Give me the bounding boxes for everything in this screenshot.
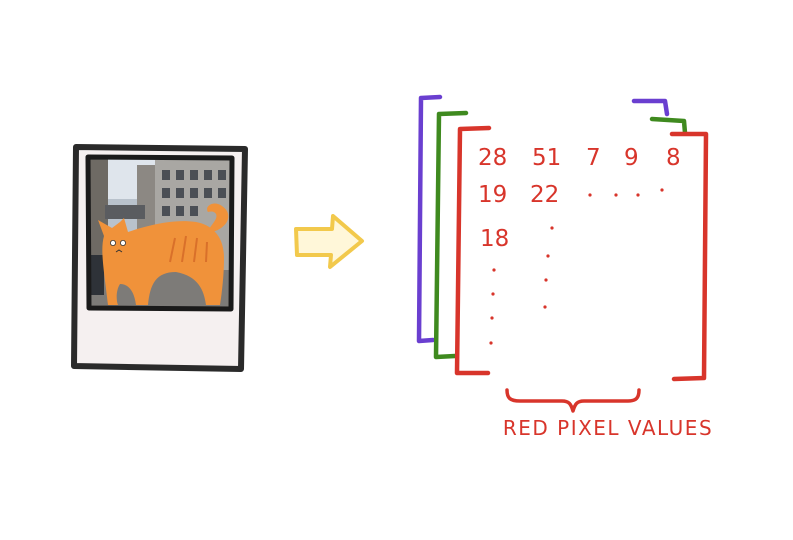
curly-brace	[505, 388, 641, 413]
matrix-cell: 18	[480, 226, 509, 252]
pixel-value-matrix: 28 51 7 9 8 19 22 18	[478, 145, 681, 252]
matrix-cell: 8	[666, 145, 681, 171]
matrix-cell: 9	[624, 145, 639, 171]
matrix-cell: 51	[532, 145, 561, 171]
polaroid-photo	[71, 144, 248, 372]
matrix-cell: 19	[478, 182, 507, 208]
green-channel-bracket	[433, 110, 688, 360]
caption-red-pixel-values: RED PIXEL VALUES	[503, 416, 713, 440]
blue-channel-bracket	[416, 94, 670, 344]
orange-cat-illustration	[98, 203, 229, 305]
matrix-cell: 28	[478, 145, 507, 171]
ellipsis-dots	[489, 188, 664, 345]
red-channel-bracket	[454, 125, 709, 382]
matrix-cell: 7	[586, 145, 601, 171]
right-arrow-icon	[294, 214, 364, 269]
matrix-cell: 22	[530, 182, 559, 208]
